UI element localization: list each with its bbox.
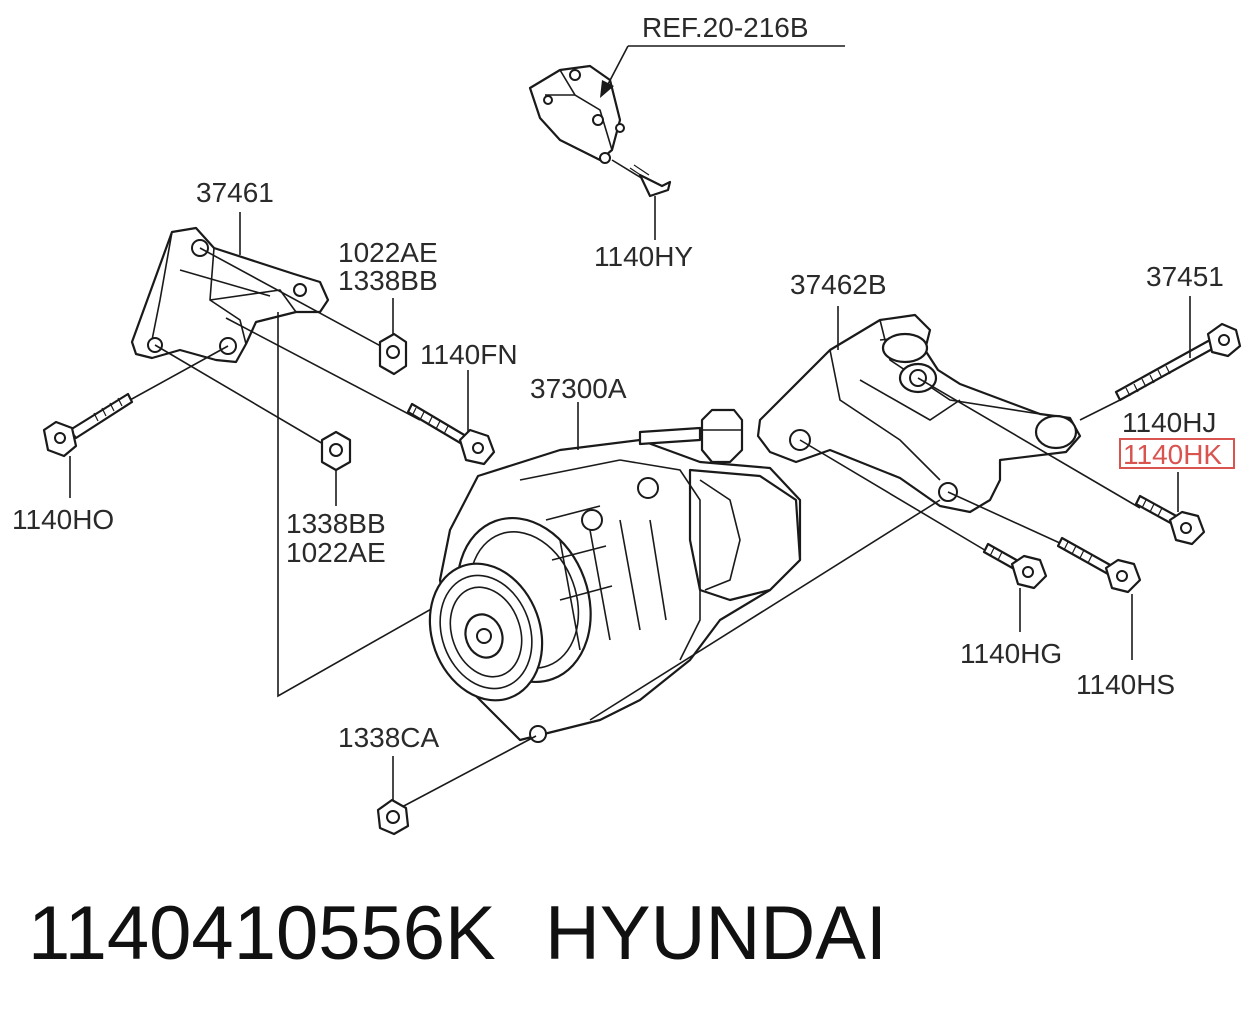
bolt-1140hk-part xyxy=(1134,494,1206,546)
callout-1140hg: 1140HG xyxy=(960,638,1062,669)
leader-bracket-to-nut-lower xyxy=(154,344,331,449)
part-info-footer: 1140410556K HYUNDAI xyxy=(0,858,1253,1017)
bolt-1140hg-part xyxy=(982,542,1048,590)
alternator-37300a-part xyxy=(428,408,802,743)
callout-1338bb-upper: 1338BB xyxy=(338,265,438,296)
callout-1140hk: 1140HK xyxy=(1123,439,1222,470)
callout-1140fn: 1140FN xyxy=(420,339,518,370)
leader-bracket-to-bolt-long xyxy=(1079,399,1121,421)
bracket-37462b-part xyxy=(756,313,1082,514)
leader-bracket-to-bolt-hs xyxy=(947,491,1063,545)
brand-name: HYUNDAI xyxy=(545,891,888,976)
ref-bracket-part xyxy=(528,64,625,164)
ref-leader xyxy=(600,45,845,98)
callout-1140hs: 1140HS xyxy=(1076,669,1175,700)
bolt-1140hy-part xyxy=(611,159,672,198)
bolt-1140fn-part xyxy=(406,402,496,466)
highlight-box xyxy=(1119,438,1235,469)
nut-1338ca-part xyxy=(376,735,537,836)
callout-1338bb-lower: 1338BB xyxy=(286,508,386,539)
callout-1022ae-lower: 1022AE xyxy=(286,537,386,568)
callout-1140hj: 1140HJ xyxy=(1122,407,1216,438)
callout-ref: REF.20-216B xyxy=(642,12,809,43)
leader-bracket-to-bolt-fn xyxy=(225,317,421,421)
callout-37451: 37451 xyxy=(1146,261,1224,292)
leader-bracket-to-alternator xyxy=(277,312,501,698)
callout-37462b: 37462B xyxy=(790,269,887,300)
leader-bracket-to-alternator-right xyxy=(589,499,941,721)
callout-37461: 37461 xyxy=(196,177,274,208)
bracket-37461-part xyxy=(130,226,330,364)
leader-bracket-to-nut-upper xyxy=(199,247,389,351)
callout-1140ho: 1140HO xyxy=(12,504,114,535)
callout-37300a: 37300A xyxy=(530,373,627,404)
leader-bracket-to-bolt-hk xyxy=(917,377,1141,509)
callout-1140hy: 1140HY xyxy=(594,241,693,272)
nut-lower-part xyxy=(320,430,352,472)
leader-bracket-to-bolt-hg xyxy=(799,439,989,553)
leader-bracket-to-bolt-ho xyxy=(129,345,229,401)
bolt-1140ho-part xyxy=(42,392,134,458)
part-number: 1140410556K xyxy=(28,891,496,976)
callout-1022ae-upper: 1022AE xyxy=(338,237,438,268)
bolt-37451-part xyxy=(1114,322,1242,402)
callout-1338ca: 1338CA xyxy=(338,722,440,753)
bolt-1140hs-part xyxy=(1056,536,1142,594)
nut-upper-part xyxy=(378,332,408,376)
